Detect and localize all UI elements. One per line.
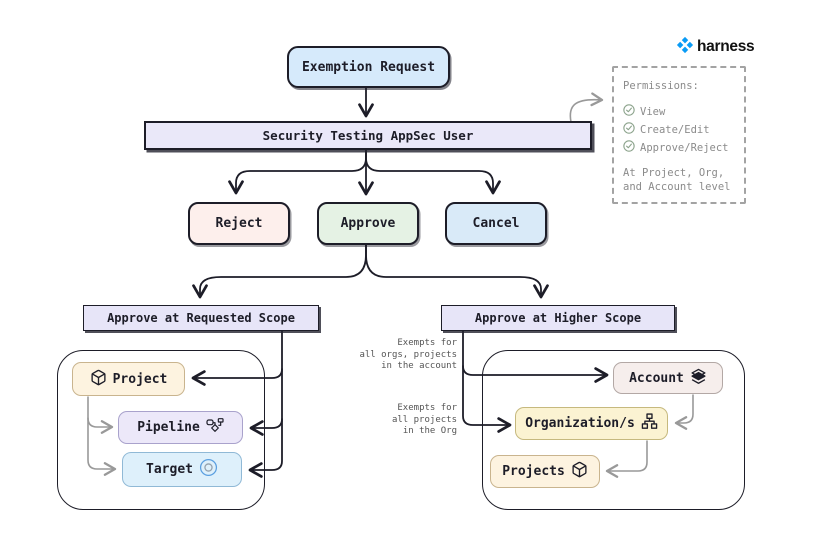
target-icon bbox=[199, 458, 218, 481]
node-label: Organization/s bbox=[525, 416, 635, 431]
node-pipeline: Pipeline bbox=[118, 411, 243, 444]
node-project: Project bbox=[72, 362, 185, 396]
harness-logo-icon bbox=[676, 36, 694, 58]
permissions-title: Permissions: bbox=[623, 80, 699, 92]
node-target: Target bbox=[122, 452, 242, 487]
check-circle-icon bbox=[623, 140, 635, 155]
cube-icon bbox=[90, 369, 107, 390]
brand-logo: harness bbox=[676, 36, 755, 58]
permission-item: View bbox=[623, 104, 735, 119]
node-label: Pipeline bbox=[137, 420, 200, 435]
permission-label: Create/Edit bbox=[640, 123, 710, 136]
permission-item: Create/Edit bbox=[623, 122, 735, 137]
permissions-panel: Permissions: View Create/Edit Approve/Re… bbox=[612, 66, 746, 204]
node-account: Account bbox=[613, 362, 723, 394]
node-appsec-user: Security Testing AppSec User bbox=[144, 121, 592, 150]
layers-icon bbox=[690, 368, 707, 389]
cube-icon bbox=[571, 461, 588, 482]
check-circle-icon bbox=[623, 122, 635, 137]
permission-label: View bbox=[640, 105, 666, 118]
node-cancel: Cancel bbox=[445, 202, 547, 245]
note-org-scope: Exempts for all projects in the Org bbox=[391, 403, 457, 436]
note-account-scope: Exempts for all orgs, projects in the ac… bbox=[359, 338, 457, 371]
node-projects: Projects bbox=[490, 455, 600, 488]
label-higher-scope: Approve at Higher Scope bbox=[441, 305, 675, 331]
label-requested-scope: Approve at Requested Scope bbox=[83, 305, 319, 331]
node-label: Projects bbox=[502, 464, 565, 479]
node-label: Project bbox=[112, 371, 168, 387]
check-circle-icon bbox=[623, 104, 635, 119]
node-approve: Approve bbox=[317, 202, 419, 245]
brand-name: harness bbox=[697, 38, 755, 55]
org-chart-icon bbox=[641, 413, 658, 434]
node-exemption-request: Exemption Request bbox=[287, 46, 450, 88]
node-label: Target bbox=[146, 462, 193, 477]
permissions-scope-note: At Project, Org, and Account level bbox=[623, 167, 731, 193]
pipeline-icon bbox=[206, 417, 224, 438]
node-label: Account bbox=[629, 370, 684, 386]
node-reject: Reject bbox=[188, 202, 290, 245]
permission-item: Approve/Reject bbox=[623, 140, 735, 155]
permission-label: Approve/Reject bbox=[640, 141, 729, 154]
node-organizations: Organization/s bbox=[515, 407, 668, 440]
